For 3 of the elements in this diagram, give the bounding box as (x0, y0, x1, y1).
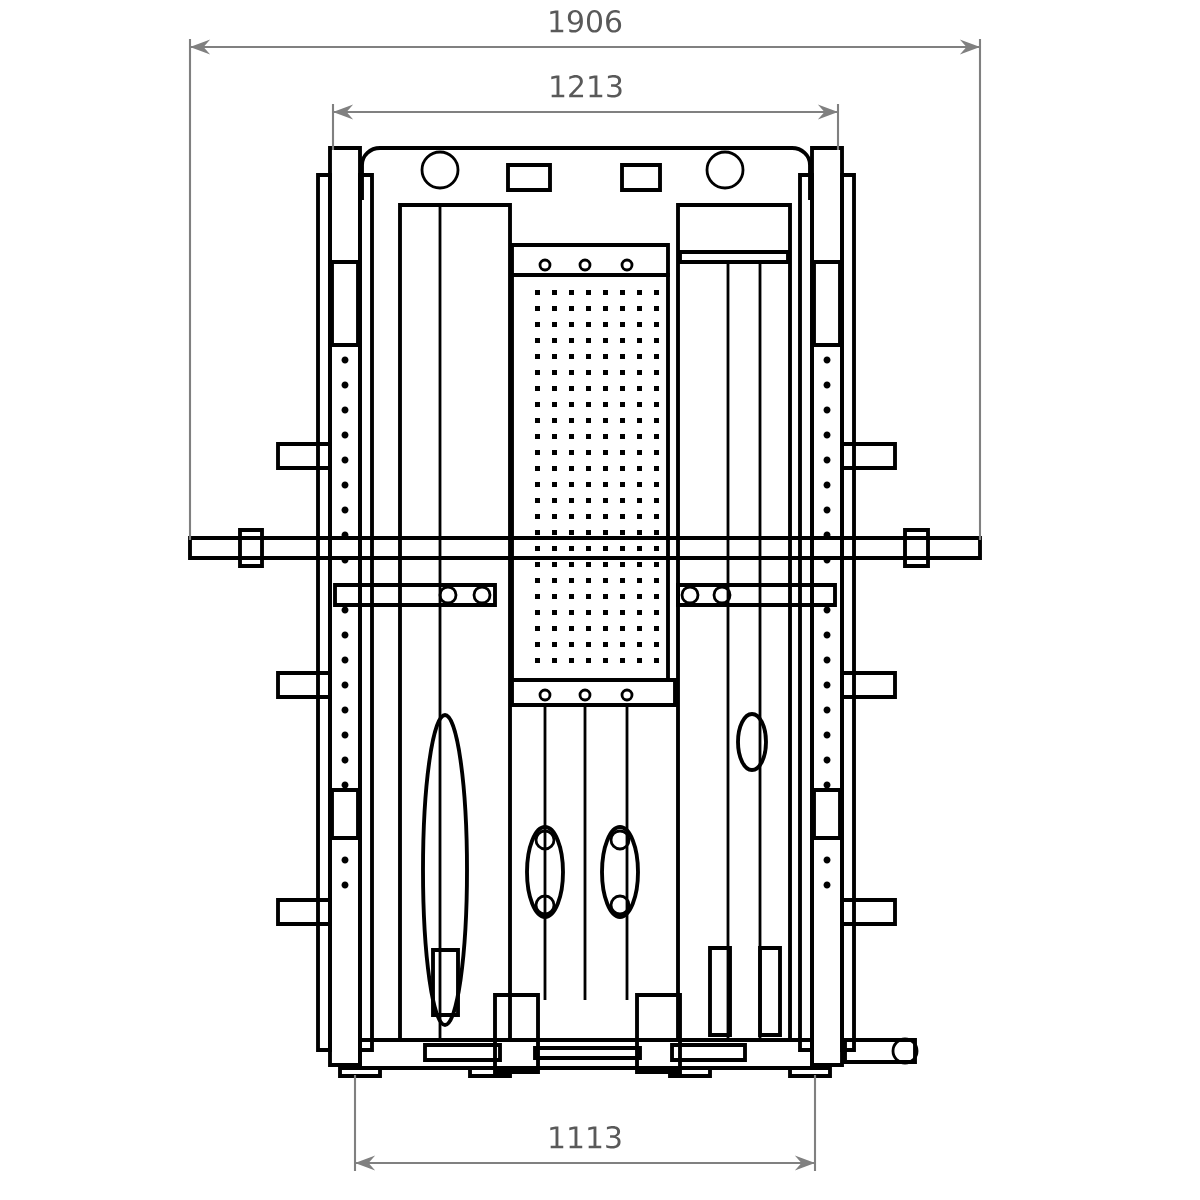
dimension-label: 1213 (551, 75, 622, 98)
dimension-label: 1906 (550, 10, 622, 33)
dimension-label: 1113 (550, 1126, 621, 1149)
